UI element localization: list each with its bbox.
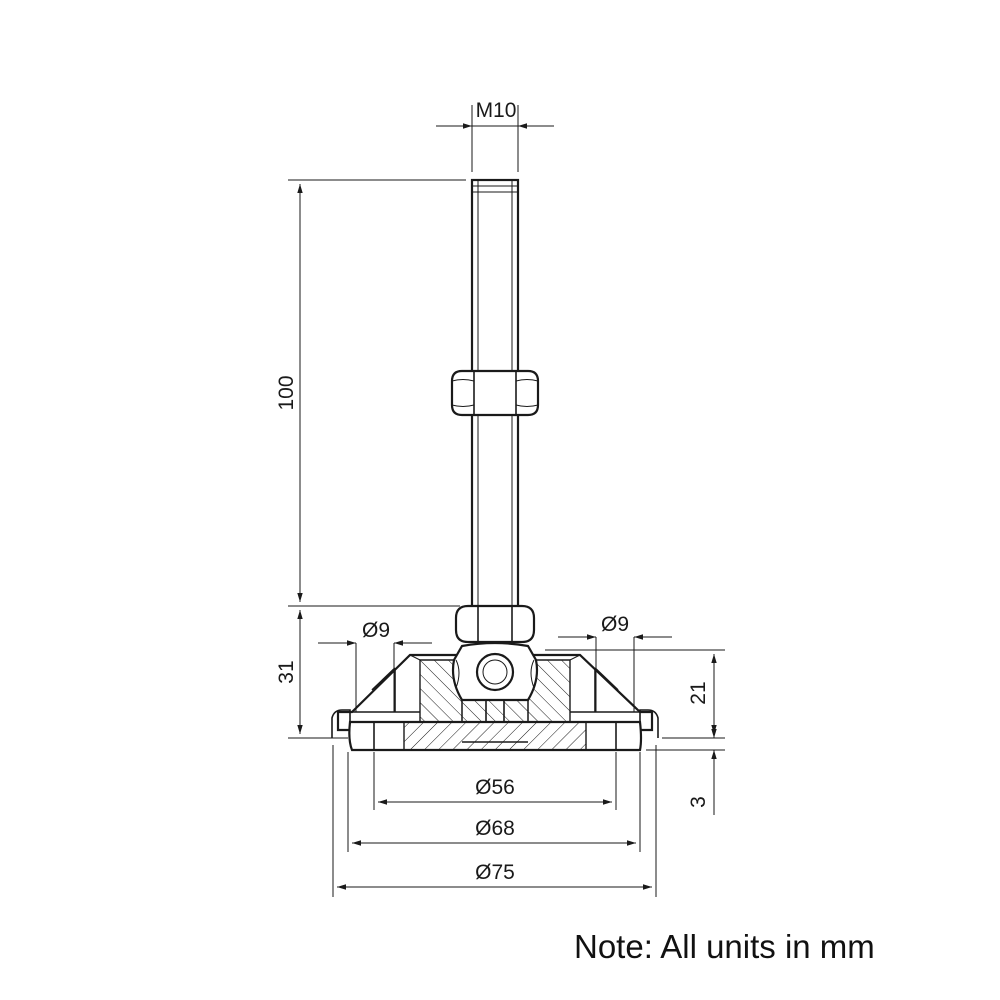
dim-100-label: 100 — [275, 375, 298, 410]
dim-21: 21 — [545, 649, 725, 739]
dim-dia-68: Ø68 — [347, 752, 641, 852]
dim-dia-56: Ø56 — [373, 752, 617, 810]
dim-100: 100 — [275, 179, 466, 607]
hex-nut — [450, 369, 540, 417]
dim-dia-68-label: Ø68 — [475, 817, 515, 840]
dim-dia-75-label: Ø75 — [475, 861, 515, 884]
dim-hole-right-label: Ø9 — [601, 613, 629, 636]
rubber-pad — [331, 709, 659, 752]
units-note: Note: All units in mm — [574, 928, 875, 965]
dim-dia-56-label: Ø56 — [475, 776, 515, 799]
dim-m10-label: M10 — [476, 99, 517, 122]
dim-dia-75: Ø75 — [332, 745, 657, 897]
dim-31: 31 — [275, 610, 348, 739]
dim-31-label: 31 — [275, 660, 298, 683]
lower-hex-nut — [454, 604, 536, 644]
dim-3: 3 — [646, 712, 725, 815]
dim-21-label: 21 — [687, 681, 710, 704]
dim-3-label: 3 — [687, 796, 710, 808]
dim-hole-left-label: Ø9 — [362, 619, 390, 642]
dim-hole-left: Ø9 — [318, 619, 432, 712]
dim-m10: M10 — [436, 99, 554, 172]
ball-joint — [451, 641, 539, 702]
